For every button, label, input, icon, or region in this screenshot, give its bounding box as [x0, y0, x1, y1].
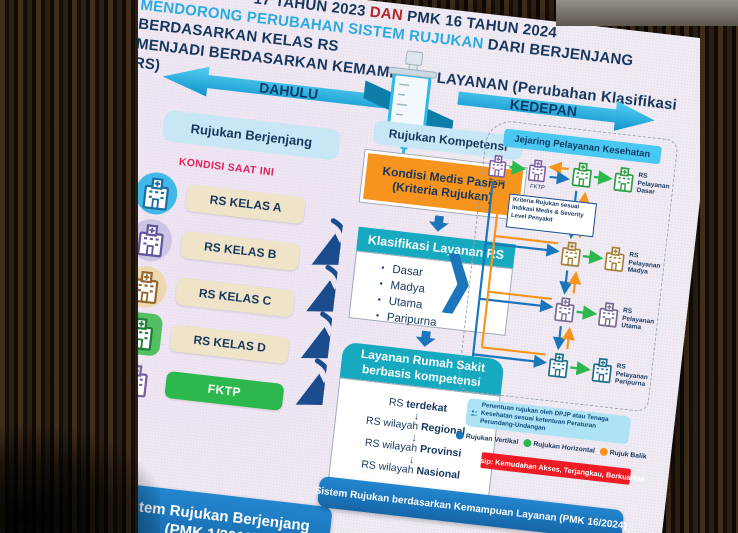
legend-horizontal: Rujukan Horizontal — [522, 438, 595, 455]
rs-kelas-b-label: RS KELAS B — [180, 230, 301, 271]
ceiling-strip — [556, 0, 738, 26]
presentation-slide: 17 TAHUN 2023 DAN PMK 16 TAHUN 2024 MEND… — [70, 0, 719, 533]
level-label-utama: RS Pelayanan Utama — [620, 307, 655, 332]
rs-kelas-c-label: RS KELAS C — [174, 276, 296, 318]
foreground-shadow — [0, 428, 160, 533]
prinsip-banner: Prinsip: Kemudahan Akses, Terjangkau, Be… — [465, 452, 646, 485]
level-label-dasar: RS Pelayanan Dasar — [636, 171, 670, 197]
title-and: DAN — [368, 3, 404, 25]
legend-rujuk-balik: Rujuk Balik — [599, 447, 647, 460]
hospital-icon — [133, 170, 180, 217]
level-label-paripurna: RS Pelayanan Paripurna — [614, 362, 649, 389]
people-icon — [470, 410, 478, 417]
rs-kelas-d-label: RS KELAS D — [169, 323, 290, 364]
dpjp-note: Penentuan rujukan oleh DPJP atau Tenaga … — [464, 398, 632, 445]
level-label-madya: RS Pelayanan Madya — [627, 251, 661, 276]
fktp-label: FKTP — [164, 370, 285, 411]
down-arrow-icon — [415, 330, 437, 348]
rujukan-berjenjang-box: Rujukan Berjenjang — [161, 109, 342, 161]
blue-dot-icon — [455, 430, 465, 440]
rs-kelas-a-label: RS KELAS A — [185, 183, 306, 224]
down-arrow-icon — [428, 215, 450, 233]
wood-slat-wall-right — [700, 0, 738, 533]
green-dot-icon — [522, 438, 532, 448]
jejaring-network-diagram — [471, 154, 635, 384]
orange-dot-icon — [599, 447, 609, 457]
